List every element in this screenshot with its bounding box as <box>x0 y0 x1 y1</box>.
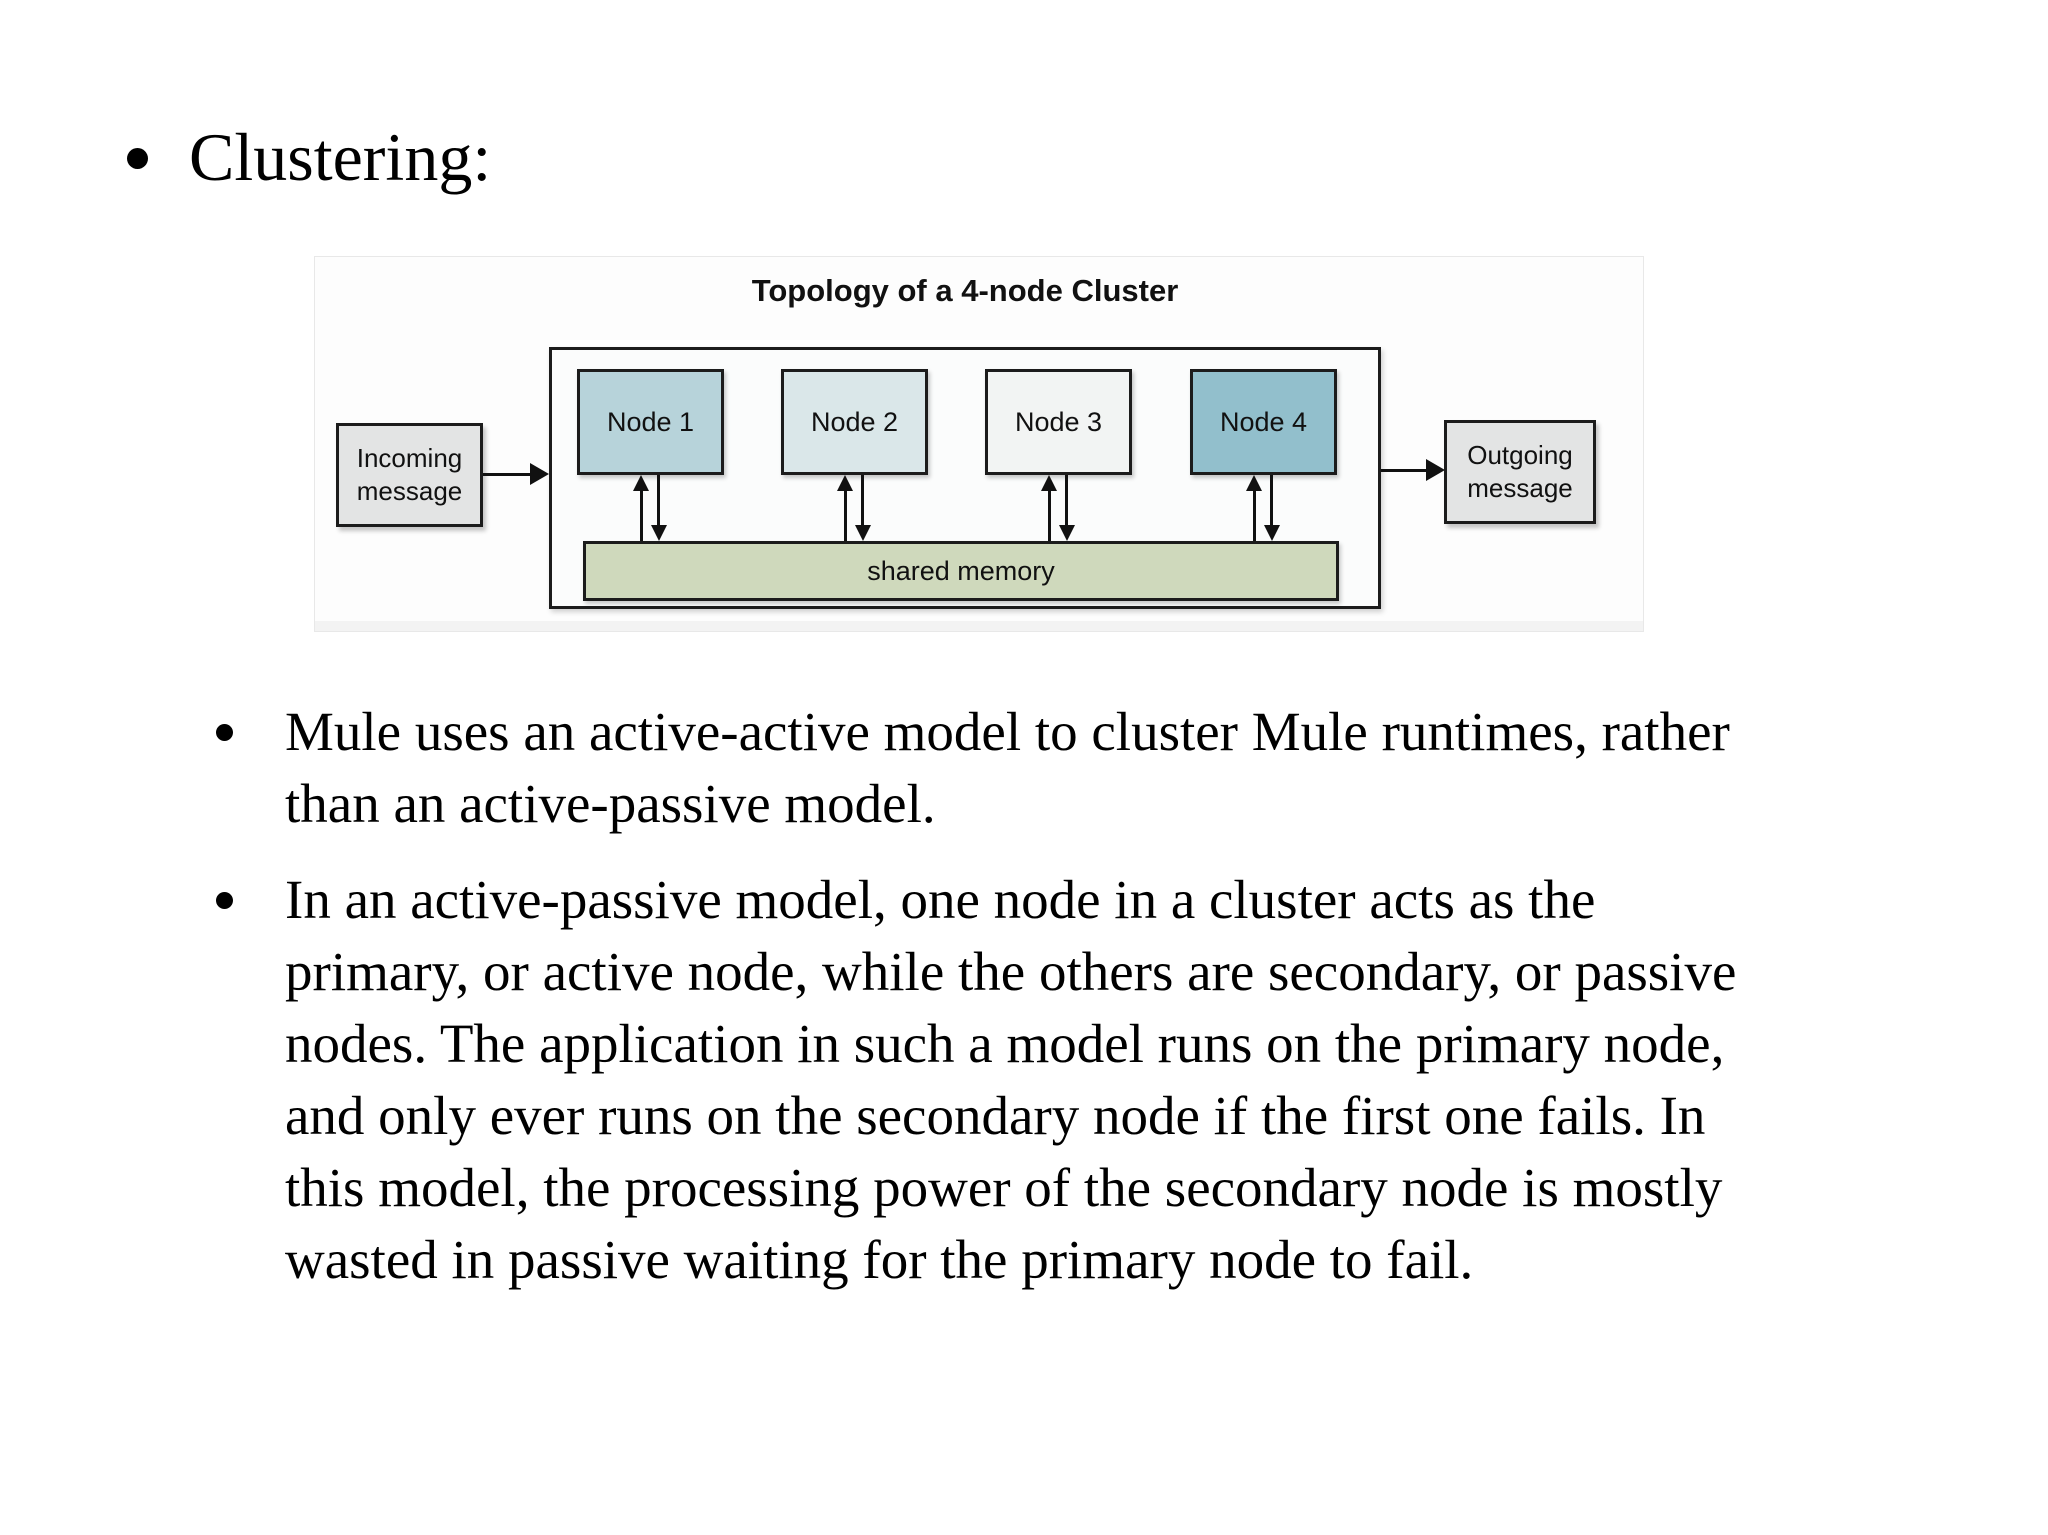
bullet-item: Mule uses an active-active model to clus… <box>216 696 1730 840</box>
diagram-title: Topology of a 4-node Cluster <box>751 273 1179 308</box>
incoming-arrow-icon <box>483 463 549 485</box>
up-arrow-line <box>640 489 643 541</box>
outgoing-message-box: Outgoing message <box>1444 420 1596 524</box>
up-arrow-line <box>1048 489 1051 541</box>
node-1-box: Node 1 <box>577 369 724 475</box>
node-1-memory-arrows <box>627 475 673 541</box>
shared-memory-box: shared memory <box>583 541 1339 601</box>
node-3-memory-arrows <box>1035 475 1081 541</box>
down-arrow-line <box>1065 475 1068 527</box>
incoming-message-box: Incoming message <box>336 423 483 527</box>
up-arrow-line <box>844 489 847 541</box>
up-arrow-icon <box>1246 475 1262 491</box>
up-arrow-icon <box>1041 475 1057 491</box>
down-arrow-line <box>657 475 660 527</box>
up-arrow-line <box>1253 489 1256 541</box>
node-2-box: Node 2 <box>781 369 928 475</box>
bullet-item: In an active-passive model, one node in … <box>216 864 1736 1296</box>
down-arrow-line <box>861 475 864 527</box>
up-arrow-icon <box>633 475 649 491</box>
title-bullet-dot <box>127 148 148 169</box>
outgoing-arrow-icon <box>1381 459 1445 481</box>
node-4-box: Node 4 <box>1190 369 1337 475</box>
bullet-text-active-passive: In an active-passive model, one node in … <box>285 869 1737 1290</box>
down-arrow-icon <box>1059 525 1075 541</box>
cluster-topology-diagram: Topology of a 4-node Cluster Node 1 Node… <box>314 256 1644 632</box>
node-4-memory-arrows <box>1240 475 1286 541</box>
node-3-box: Node 3 <box>985 369 1132 475</box>
up-arrow-icon <box>837 475 853 491</box>
title-row: Clustering: <box>127 112 491 202</box>
bullet-text-active-active: Mule uses an active-active model to clus… <box>285 701 1730 834</box>
bullet-dot <box>216 892 233 909</box>
down-arrow-icon <box>855 525 871 541</box>
down-arrow-line <box>1270 475 1273 527</box>
bullet-dot <box>216 724 233 741</box>
page-title: Clustering: <box>189 119 492 195</box>
node-2-memory-arrows <box>831 475 877 541</box>
down-arrow-icon <box>651 525 667 541</box>
down-arrow-icon <box>1264 525 1280 541</box>
